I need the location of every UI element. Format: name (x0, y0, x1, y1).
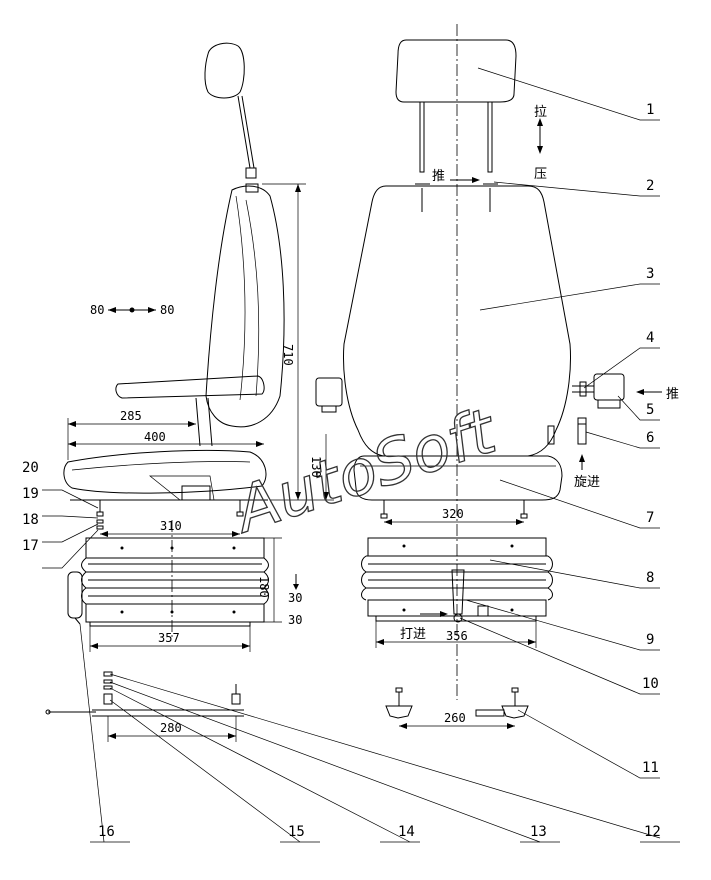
dim-320: 320 (442, 507, 464, 521)
part-number-10: 10 (642, 676, 659, 692)
dim-356: 356 (446, 629, 468, 643)
part-number-5: 5 (646, 402, 654, 418)
dim-180: 180 (257, 576, 271, 598)
dimension-labels: 710 285 400 130 310 180 357 280 320 356 … (90, 303, 468, 735)
part-number-17: 17 (22, 538, 39, 554)
dim-710: 710 (281, 344, 295, 366)
dim-310: 310 (160, 519, 182, 533)
annotation-push-headrest: 推 (432, 169, 445, 184)
part-number-18: 18 (22, 512, 39, 528)
dim-280: 280 (160, 721, 182, 735)
part-number-4: 4 (646, 330, 654, 346)
part-number-14: 14 (398, 824, 415, 840)
front-right-bracket (501, 705, 529, 719)
side-suspension-top (85, 537, 265, 559)
side-cushion (63, 449, 267, 494)
front-screw-knob (577, 417, 587, 445)
watermark-text: AutoSoft (223, 393, 506, 547)
side-adjust-lever (67, 571, 83, 619)
front-cushion (353, 455, 563, 501)
part-number-3: 3 (646, 266, 654, 282)
leader-lines (42, 67, 680, 843)
part-number-1: 1 (646, 102, 654, 118)
part-number-16: 16 (98, 824, 115, 840)
part-number-13: 13 (530, 824, 547, 840)
side-backrest (205, 185, 285, 428)
front-left-armrest (315, 377, 343, 407)
part-number-11: 11 (642, 760, 659, 776)
dim-80-right: 80 (160, 303, 174, 317)
operation-annotations: 拉 压 推 推 旋进 打进 (400, 105, 679, 642)
annotation-knock-in: 打进 (400, 627, 426, 642)
dim-30-bottom: 30 (288, 613, 302, 627)
annotation-push-side: 推 (666, 387, 679, 402)
part-number-2: 2 (646, 178, 654, 194)
front-left-bracket (385, 705, 413, 719)
annotation-pull: 拉 (534, 105, 547, 120)
part-number-7: 7 (646, 510, 654, 526)
side-armrest (115, 375, 265, 399)
part-number-19: 19 (22, 486, 39, 502)
part-number-12: 12 (644, 824, 661, 840)
part-number-6: 6 (646, 430, 654, 446)
part-number-labels: 1 2 3 4 5 6 7 8 9 10 11 12 13 14 15 16 1… (22, 102, 661, 840)
dim-260: 260 (444, 711, 466, 725)
front-view (315, 39, 662, 719)
dim-357: 357 (158, 631, 180, 645)
part-number-8: 8 (646, 570, 654, 586)
front-height-lever (451, 569, 465, 615)
side-view (63, 42, 299, 627)
side-suspension-bottom (85, 603, 265, 623)
part-number-9: 9 (646, 632, 654, 648)
annotation-press: 压 (534, 167, 547, 182)
dim-285: 285 (120, 409, 142, 423)
front-headrest (395, 39, 517, 103)
side-headrest (204, 42, 245, 99)
annotation-screw-in: 旋进 (574, 475, 600, 490)
side-slide-rail (45, 671, 244, 717)
part-number-20: 20 (22, 460, 39, 476)
dim-80-left: 80 (90, 303, 104, 317)
dim-130: 130 (309, 456, 323, 478)
dim-30-top: 30 (288, 591, 302, 605)
dim-400: 400 (144, 430, 166, 444)
part-number-15: 15 (288, 824, 305, 840)
dimension-lines (67, 183, 537, 742)
